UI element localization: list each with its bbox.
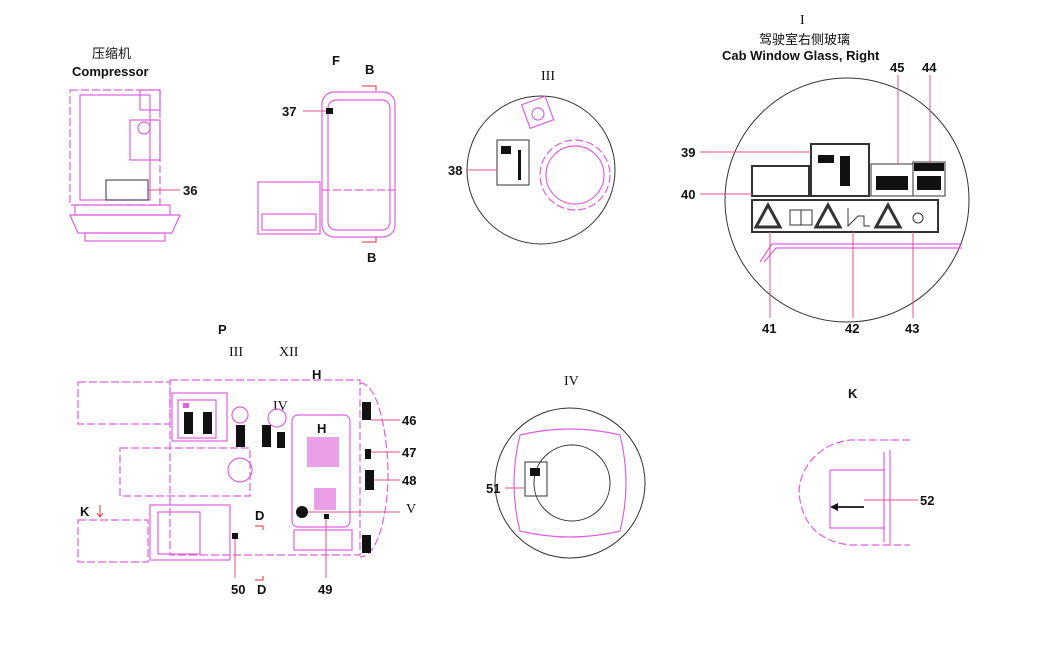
mark-d-bottom: D bbox=[257, 582, 266, 597]
view-f: F B 37 B bbox=[257, 53, 396, 265]
machine-top-view: P III XII H IV H 46 47 48 bbox=[77, 322, 416, 597]
callout-48: 48 bbox=[402, 473, 416, 488]
view-i-title-cn: 驾驶室右侧玻璃 bbox=[759, 32, 850, 47]
callout-40: 40 bbox=[681, 187, 695, 202]
mark-xii: XII bbox=[279, 345, 299, 360]
view-p-label: P bbox=[218, 322, 227, 337]
callout-44: 44 bbox=[922, 60, 937, 75]
callout-36: 36 bbox=[183, 183, 197, 198]
mark-h-inner: H bbox=[317, 421, 326, 436]
callout-41: 41 bbox=[762, 321, 776, 336]
callout-46: 46 bbox=[402, 413, 416, 428]
view-iii: III 38 bbox=[448, 69, 616, 245]
callout-39: 39 bbox=[681, 145, 695, 160]
view-i-title-en: Cab Window Glass, Right bbox=[722, 48, 880, 63]
callout-45: 45 bbox=[890, 60, 904, 75]
view-iii-title: III bbox=[541, 69, 555, 84]
callout-50: 50 bbox=[231, 582, 245, 597]
view-iv-title: IV bbox=[564, 374, 579, 389]
view-k-title: K bbox=[848, 386, 858, 401]
compressor-title-cn: 压缩机 bbox=[92, 46, 131, 61]
view-i-numeral: I bbox=[800, 13, 805, 28]
callout-52: 52 bbox=[920, 493, 934, 508]
callout-37: 37 bbox=[282, 104, 296, 119]
section-b-bottom: B bbox=[367, 250, 376, 265]
mark-k: K bbox=[80, 504, 90, 519]
compressor-title-en: Compressor bbox=[72, 64, 149, 79]
mark-v: V bbox=[406, 502, 416, 517]
callout-47: 47 bbox=[402, 445, 416, 460]
view-f-title: F bbox=[332, 53, 340, 68]
callout-42: 42 bbox=[845, 321, 859, 336]
mark-d-top: D bbox=[255, 508, 264, 523]
section-b-top: B bbox=[365, 62, 374, 77]
callout-43: 43 bbox=[905, 321, 919, 336]
view-iv: IV 51 bbox=[486, 374, 646, 559]
mark-h-top: H bbox=[312, 367, 321, 382]
callout-38: 38 bbox=[448, 163, 462, 178]
view-i-cab-window: I 驾驶室右侧玻璃 Cab Window Glass, Right 39 40 … bbox=[681, 13, 970, 336]
callout-51: 51 bbox=[486, 481, 500, 496]
view-k: K 52 bbox=[798, 386, 934, 546]
compressor-view: 压缩机 Compressor 36 bbox=[69, 46, 197, 242]
mark-iv: IV bbox=[273, 399, 288, 414]
callout-49: 49 bbox=[318, 582, 332, 597]
mark-iii: III bbox=[229, 345, 243, 360]
